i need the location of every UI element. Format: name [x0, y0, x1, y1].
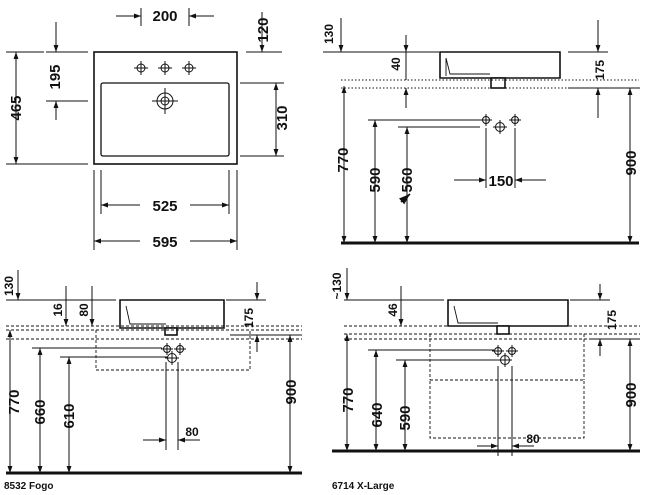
drain-fogo — [164, 327, 178, 336]
basin-outline-fogo — [119, 299, 225, 329]
dim-130-xlarge: ~130 — [330, 272, 344, 299]
top-view: 200 120 195 465 310 525 595 — [6, 8, 291, 251]
front-view: 130 40 175 770 590 560 150 — [322, 18, 640, 245]
dim-195: 195 — [47, 64, 64, 89]
valve-icons-fogo — [161, 343, 186, 365]
drain-icon — [152, 88, 178, 114]
dim-175-fogo: 175 — [242, 308, 256, 328]
tap-hole-icons — [134, 61, 196, 75]
caption-fogo: 8532 Fogo — [4, 481, 53, 492]
dim-16-fogo: 16 — [51, 303, 65, 317]
dim-465: 465 — [8, 95, 25, 120]
dim-80-xlarge: 80 — [526, 432, 540, 446]
dim-130-front: 130 — [322, 24, 336, 44]
dim-150-front: 150 — [488, 173, 513, 190]
cabinet-xlarge-top — [429, 334, 585, 380]
dim-175-xlarge: 175 — [605, 310, 619, 330]
dim-900-front: 900 — [623, 150, 640, 175]
dim-770-fogo: 770 — [6, 389, 23, 414]
dim-590-xlarge: 590 — [397, 405, 414, 430]
dim-640-xlarge: 640 — [369, 402, 386, 427]
xlarge-view: ~130 46 175 770 640 590 80 900 — [330, 268, 640, 492]
dim-120: 120 — [255, 17, 272, 42]
dim-770-front: 770 — [335, 147, 352, 172]
basin-outline-front — [439, 51, 561, 79]
basin-outline-xlarge — [447, 299, 569, 327]
dim-175-front: 175 — [593, 60, 607, 80]
drain-front — [490, 77, 506, 89]
cabinet-fogo — [95, 330, 251, 371]
dim-590-front: 590 — [367, 167, 384, 192]
basin-bowl-top — [100, 82, 230, 157]
caption-xlarge: 6714 X-Large — [332, 481, 395, 492]
dim-40-front: 40 — [389, 57, 403, 71]
drain-xlarge — [496, 325, 510, 335]
valve-icons-front — [480, 114, 521, 134]
valve-icons-xlarge — [492, 345, 518, 367]
dim-200: 200 — [152, 8, 177, 25]
dim-525: 525 — [152, 198, 177, 215]
cabinet-xlarge-drawer — [429, 379, 585, 439]
dim-130-fogo: 130 — [2, 276, 16, 296]
dim-46-xlarge: 46 — [386, 303, 400, 317]
dim-560-front: 560 — [399, 167, 416, 192]
dim-80-fogo-bottom: 80 — [185, 425, 199, 439]
dim-900-fogo: 900 — [283, 379, 300, 404]
dim-80-fogo-top: 80 — [77, 303, 91, 317]
dim-770-xlarge: 770 — [340, 387, 357, 412]
fogo-view: 130 16 80 175 770 660 610 80 — [2, 270, 302, 492]
dim-310: 310 — [274, 105, 291, 130]
dim-900-xlarge: 900 — [623, 382, 640, 407]
dim-610-fogo: 610 — [61, 403, 78, 428]
dim-660-fogo: 660 — [32, 399, 49, 424]
dim-595: 595 — [152, 234, 177, 251]
